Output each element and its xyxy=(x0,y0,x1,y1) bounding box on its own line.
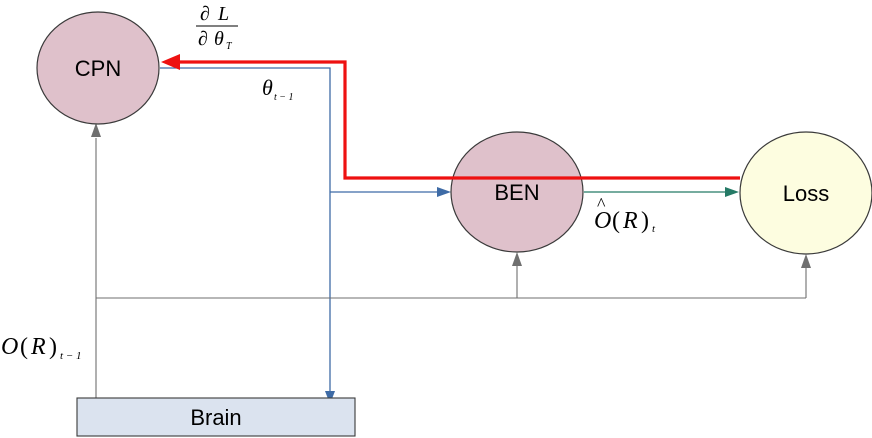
predicted-output-close: ) xyxy=(641,208,649,234)
observed-output-func: O xyxy=(1,334,18,360)
predicted-output-open: ( xyxy=(612,208,620,234)
observed-output-label: O ( R ) t − 1 xyxy=(1,334,81,362)
gradient-denominator-var: θ xyxy=(214,28,224,50)
observed-output-open: ( xyxy=(20,334,28,360)
cpn-label: CPN xyxy=(75,56,121,81)
observed-output-arrowhead xyxy=(91,123,101,137)
gradient-denominator-sub: T xyxy=(226,41,233,52)
observed-output-sub: t − 1 xyxy=(60,350,81,362)
gradient-numerator-symbol: ∂ xyxy=(200,3,210,25)
cpn-node xyxy=(36,11,160,125)
observed-output-close: ) xyxy=(49,334,57,360)
gradient-feedback-line xyxy=(176,60,740,180)
loss-label: Loss xyxy=(783,181,829,206)
brain-node xyxy=(76,397,356,437)
gradient-feedback-arrowhead xyxy=(161,54,180,70)
predicted-output-sub: t xyxy=(652,223,656,235)
observed-to-ben-arrowhead xyxy=(512,252,522,266)
theta-parameter-line xyxy=(160,67,331,398)
gradient-denominator-symbol: ∂ xyxy=(198,28,208,50)
gradient-label: ∂ L ∂ θ T xyxy=(196,3,238,52)
gradient-numerator-var: L xyxy=(217,3,229,25)
ben-node xyxy=(450,131,584,253)
theta-prev-var: θ xyxy=(262,75,273,100)
loss-node xyxy=(739,131,872,255)
predicted-output-arg: R xyxy=(622,208,638,234)
predicted-output-func: O xyxy=(594,208,611,234)
prediction-arrowhead xyxy=(725,187,739,197)
theta-prev-sub: t − 1 xyxy=(274,92,294,103)
theta-prev-label: θ t − 1 xyxy=(262,75,294,103)
ben-label: BEN xyxy=(494,180,539,205)
observed-to-loss-arrowhead xyxy=(801,254,811,268)
predicted-output-hat: ^ xyxy=(597,194,606,214)
observed-output-arg: R xyxy=(30,334,46,360)
theta-to-ben-arrowhead xyxy=(437,187,451,197)
brain-label: Brain xyxy=(190,405,241,430)
predicted-output-label: ^ O ( R ) t xyxy=(594,194,656,235)
